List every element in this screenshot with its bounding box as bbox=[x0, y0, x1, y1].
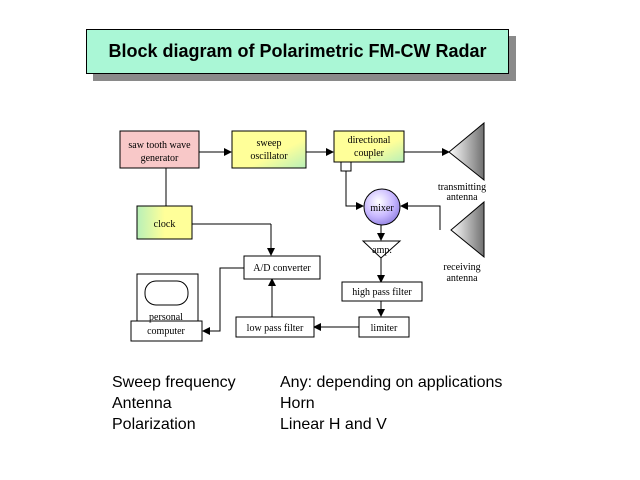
directional-coupler-label-2: coupler bbox=[354, 148, 385, 159]
clock-block: clock bbox=[136, 205, 193, 240]
low-pass-filter-label: low pass filter bbox=[247, 323, 304, 334]
receiving-antenna-label-2: antenna bbox=[446, 273, 478, 284]
ad-converter-label: A/D converter bbox=[253, 263, 311, 274]
spec-value: Linear H and V bbox=[280, 416, 387, 433]
sweep-oscillator-label-1: sweep bbox=[257, 138, 282, 149]
high-pass-filter-label: high pass filter bbox=[352, 287, 412, 298]
spec-label: Polarization bbox=[112, 416, 196, 433]
ad-converter-block: A/D converter bbox=[243, 255, 321, 280]
low-pass-filter-block: low pass filter bbox=[235, 316, 315, 338]
saw-tooth-label-2: generator bbox=[141, 153, 179, 164]
low-pass-filter-box bbox=[235, 316, 315, 338]
receiving-antenna-block: receiving antenna bbox=[443, 200, 485, 284]
transmitting-antenna-label-1: transmitting bbox=[438, 182, 486, 193]
diagram-title-text: Block diagram of Polarimetric FM-CW Rada… bbox=[108, 41, 487, 61]
arrow-ad-to-pc bbox=[202, 267, 244, 335]
clock-label: clock bbox=[154, 219, 176, 230]
clock-box bbox=[136, 205, 193, 240]
saw-tooth-generator-block: saw tooth wave generator bbox=[119, 130, 200, 169]
directional-coupler-block: directional coupler bbox=[333, 130, 405, 172]
saw-tooth-label-1: saw tooth wave bbox=[128, 140, 191, 151]
computer-base-box bbox=[130, 320, 203, 342]
connectors bbox=[165, 148, 450, 335]
spec-label: Antenna bbox=[112, 395, 172, 412]
amp-label: amp. bbox=[372, 245, 392, 256]
coupler-port bbox=[340, 161, 352, 172]
limiter-box bbox=[358, 316, 410, 338]
sweep-oscillator-label-2: oscillator bbox=[250, 151, 288, 162]
personal-computer-label-1: personal bbox=[149, 312, 183, 323]
mixer-label: mixer bbox=[370, 203, 394, 214]
ad-converter-box bbox=[243, 255, 321, 280]
personal-computer-block: personal computer bbox=[130, 273, 203, 342]
transmitting-antenna-label-2: antenna bbox=[446, 192, 478, 203]
limiter-block: limiter bbox=[358, 316, 410, 338]
monitor-screen bbox=[144, 280, 189, 306]
mixer-circle bbox=[363, 188, 401, 226]
high-pass-filter-block: high pass filter bbox=[341, 281, 423, 302]
sweep-oscillator-box bbox=[231, 130, 307, 169]
transmitting-antenna-block: transmitting antenna bbox=[438, 121, 486, 203]
high-pass-filter-box bbox=[341, 281, 423, 302]
spec-value: Horn bbox=[280, 395, 315, 412]
arrow-coupler-to-mixer bbox=[345, 171, 364, 210]
directional-coupler-box bbox=[333, 130, 405, 163]
arrow-rx-to-mixer bbox=[400, 202, 441, 230]
transmitting-horn-icon bbox=[448, 121, 485, 182]
amp-block: amp. bbox=[361, 240, 402, 259]
personal-computer-label-2: computer bbox=[147, 326, 185, 337]
amp-triangle bbox=[361, 240, 402, 259]
limiter-label: limiter bbox=[371, 323, 398, 334]
sweep-oscillator-block: sweep oscillator bbox=[231, 130, 307, 169]
receiving-horn-icon bbox=[450, 200, 485, 259]
mixer-block: mixer bbox=[363, 188, 401, 226]
saw-tooth-box bbox=[119, 130, 200, 169]
directional-coupler-label-1: directional bbox=[348, 135, 391, 146]
diagram-title: Block diagram of Polarimetric FM-CW Rada… bbox=[86, 29, 509, 74]
spec-label: Sweep frequency bbox=[112, 374, 236, 391]
spec-value: Any: depending on applications bbox=[280, 374, 503, 391]
receiving-antenna-label-1: receiving bbox=[443, 262, 480, 273]
